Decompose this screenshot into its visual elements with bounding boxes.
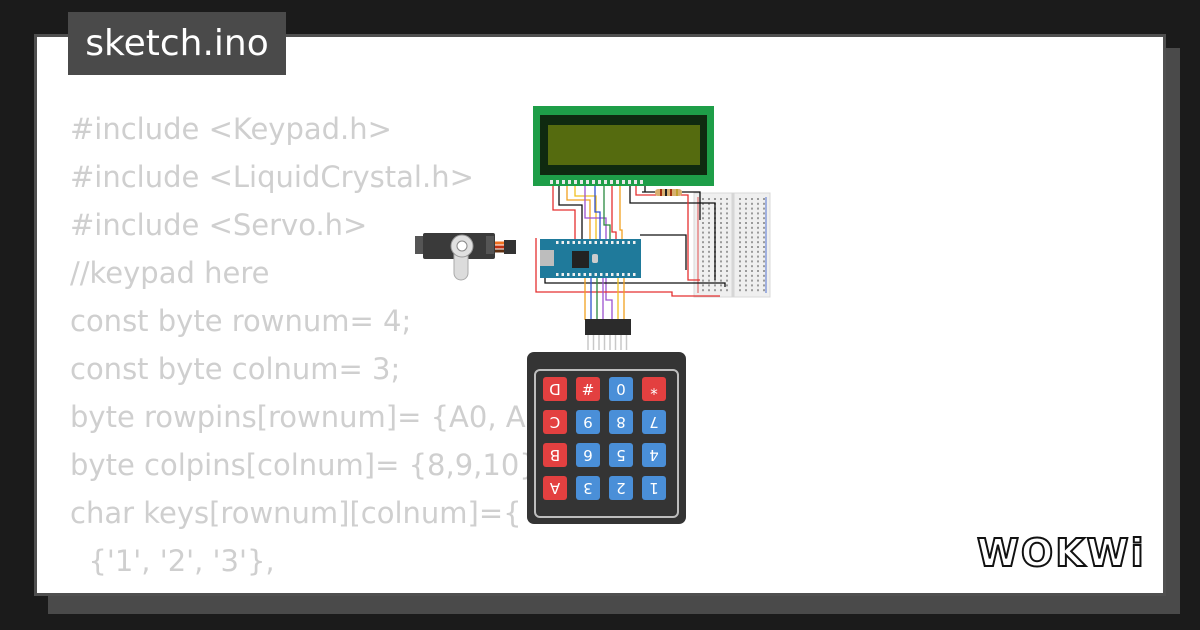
circuit-diagram: D #0 * C 9 8 7B 6 5 4A 3 2 1 (415, 106, 771, 524)
keypad-key-label: 5 (616, 446, 626, 464)
keypad-key (543, 377, 567, 401)
code-line: {'4', '5', '6'}, (70, 592, 274, 593)
code-line: byte colpins[colnum]= {8,9,10}; (70, 448, 548, 482)
keypad-key (543, 443, 567, 467)
code-line: char keys[rownum][colnum]={ (70, 496, 522, 530)
keypad-key-label: B (550, 446, 560, 464)
keypad-key-label: 4 (649, 446, 659, 464)
keypad-key-label: D (549, 380, 561, 398)
resistor (655, 189, 682, 196)
membrane-keypad: D #0 * C 9 8 7B 6 5 4A 3 2 1 (527, 352, 686, 524)
breadboard (693, 192, 771, 298)
keypad-key-label: 1 (649, 479, 659, 497)
code-line: const byte colnum= 3; (70, 352, 401, 386)
keypad-key-label: A (549, 479, 560, 497)
keypad-key (576, 476, 600, 500)
code-line: const byte rownum= 4; (70, 304, 412, 338)
keypad-key-label: * (650, 380, 658, 398)
keypad-key (609, 410, 633, 434)
keypad-key (576, 443, 600, 467)
keypad-key (543, 410, 567, 434)
code-preview: #include <Keypad.h> #include <LiquidCrys… (70, 105, 548, 593)
arduino-nano (540, 239, 641, 278)
keypad-key-label: 3 (583, 479, 593, 497)
keypad-key-label: # (582, 380, 595, 398)
keypad-connector (585, 319, 631, 350)
keypad-key-label: 9 (583, 413, 593, 431)
keypad-key (609, 377, 633, 401)
code-line: //keypad here (70, 256, 270, 290)
keypad-key-label: C (550, 413, 560, 431)
keypad-key-label: 2 (616, 479, 626, 497)
code-line: #include <Keypad.h> (70, 112, 392, 146)
keypad-key (576, 377, 600, 401)
code-line: #include <Servo.h> (70, 208, 368, 242)
keypad-key-label: 8 (616, 413, 626, 431)
keypad-key-label: 7 (649, 413, 659, 431)
keypad-key (642, 377, 666, 401)
keypad-key (642, 476, 666, 500)
keypad-key (642, 410, 666, 434)
code-line: #include <LiquidCrystal.h> (70, 160, 474, 194)
keypad-key (642, 443, 666, 467)
svg-text:WOKWi: WOKWi (977, 531, 1146, 575)
servo-motor (415, 233, 516, 281)
keypad-key (576, 410, 600, 434)
wokwi-logo: WOKWi (976, 530, 1146, 576)
lcd-display (533, 106, 714, 186)
keypad-key (609, 443, 633, 467)
code-line: byte rowpins[rownum]= {A0, A (70, 400, 526, 434)
keypad-key (543, 476, 567, 500)
keypad-key-label: 6 (583, 446, 593, 464)
keypad-key-label: 0 (616, 380, 626, 398)
code-line: {'1', '2', '3'}, (70, 544, 275, 578)
keypad-key (609, 476, 633, 500)
file-name-tab: sketch.ino (68, 12, 286, 75)
